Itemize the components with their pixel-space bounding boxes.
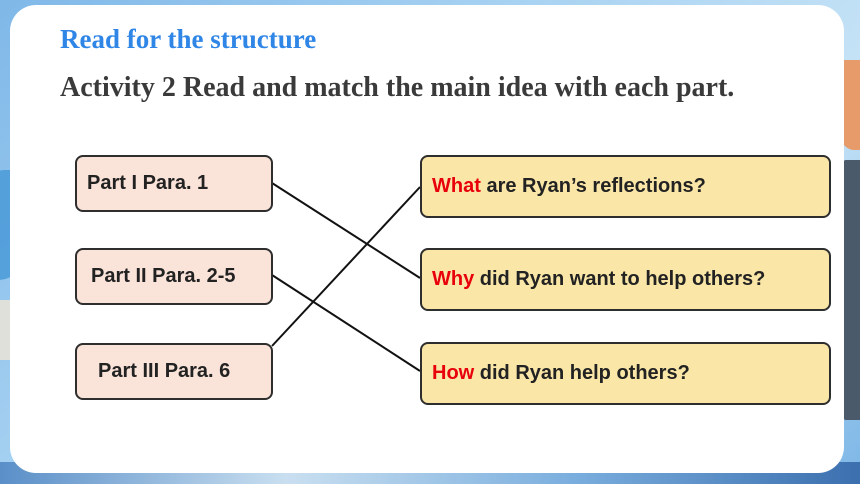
part-box-3[interactable]: Part III Para. 6 [75,343,273,400]
question-text: did Ryan help others? [474,362,690,384]
question-text: are Ryan’s reflections? [480,175,706,197]
part-label: Part III Para. 6 [98,360,231,382]
question-wh-word: What [432,175,481,197]
part-box-2[interactable]: Part II Para. 2-5 [75,248,273,305]
question-box-what[interactable]: What are Ryan’s reflections? [420,155,831,218]
question-box-why[interactable]: Why did Ryan want to help others? [420,248,831,311]
question-text: did Ryan want to help others? [474,268,766,290]
match-line-part2-how [271,274,421,372]
question-box-how[interactable]: How did Ryan help others? [420,342,831,405]
question-wh-word: Why [432,268,475,290]
activity-title: Activity 2 Read and match the main idea … [60,72,735,103]
part-label: Part II Para. 2-5 [91,265,236,287]
match-line-part3-what [271,186,421,347]
section-title: Read for the structure [60,24,317,54]
match-line-part1-why [271,182,421,279]
question-wh-word: How [432,362,475,384]
part-label: Part I Para. 1 [87,172,209,194]
part-box-1[interactable]: Part I Para. 1 [75,155,273,212]
